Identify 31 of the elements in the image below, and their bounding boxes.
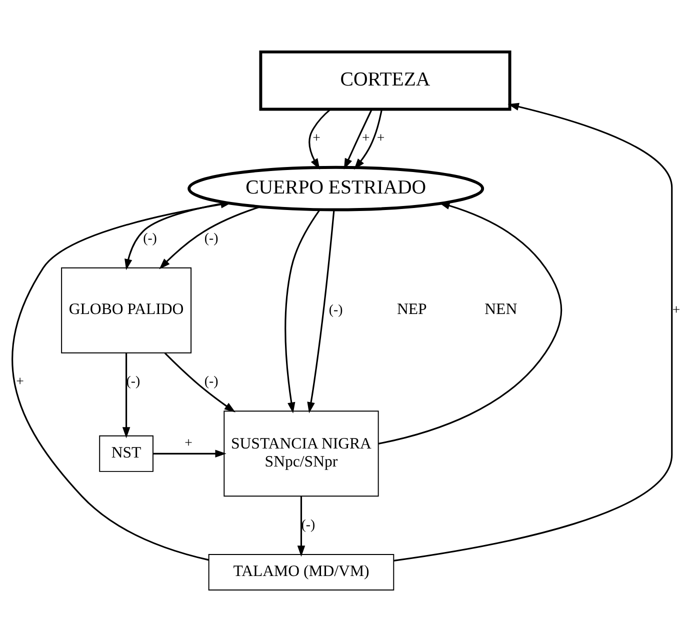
arrow bbox=[307, 209, 335, 413]
arrow bbox=[122, 352, 130, 438]
arrow bbox=[344, 108, 372, 170]
node-box: SUSTANCIA NIGRA SNpc/SNpr bbox=[224, 410, 379, 496]
node-box: CORTEZA bbox=[259, 50, 512, 110]
edge-label: (-) bbox=[126, 373, 140, 388]
edge-label: + bbox=[362, 130, 370, 145]
edge-label: (-) bbox=[204, 230, 218, 245]
arrow bbox=[394, 102, 673, 561]
edge-label: + bbox=[376, 130, 385, 145]
arrow bbox=[284, 208, 320, 413]
label: NEN bbox=[484, 300, 518, 318]
arrow bbox=[297, 496, 306, 556]
label: NEP bbox=[397, 300, 427, 318]
arrow bbox=[159, 205, 262, 269]
arrow bbox=[164, 352, 236, 412]
edge-label: + bbox=[672, 301, 680, 316]
arrow bbox=[378, 201, 562, 444]
edge-label: (-) bbox=[328, 301, 343, 316]
edge-label: (-) bbox=[301, 516, 316, 532]
node-box: NST bbox=[99, 434, 154, 472]
arrow bbox=[308, 108, 331, 170]
edge-label: (-) bbox=[143, 230, 157, 245]
edge-label: + bbox=[16, 373, 24, 388]
arrow bbox=[153, 449, 226, 458]
edge-label: + bbox=[312, 130, 320, 145]
arrow bbox=[354, 108, 382, 170]
node-box: GLOBO PALIDO bbox=[61, 266, 192, 353]
node-box: TALAMO (MD/VM) bbox=[208, 553, 394, 590]
edge-label: (-) bbox=[204, 373, 218, 388]
edge-label: + bbox=[184, 434, 192, 450]
